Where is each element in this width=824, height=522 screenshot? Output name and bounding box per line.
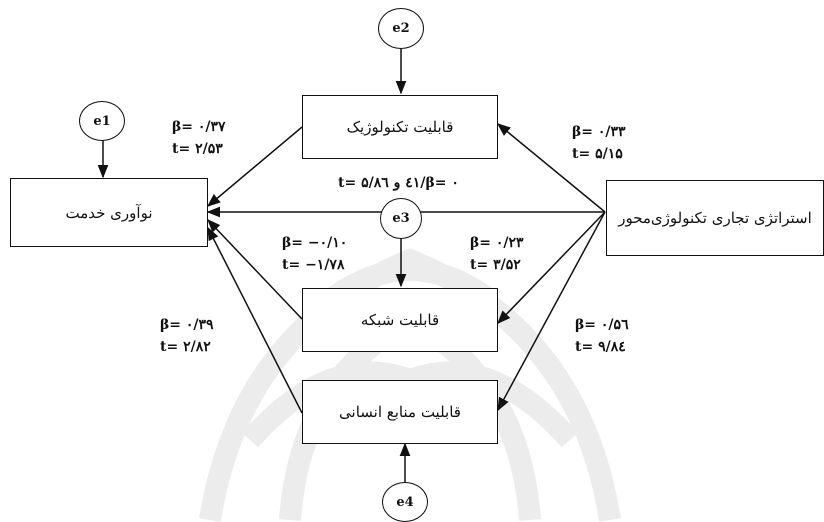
t-label: t= ۲/۸۲ <box>160 339 211 355</box>
node-label: قابلیت تکنولوژیک <box>346 118 454 136</box>
arrow-strategy-network <box>497 211 606 324</box>
node-tech-strategy: استراتژی تجاری تکنولوژی‌محور <box>606 180 824 256</box>
beta-label: β= ۰/۵٦ <box>575 317 629 333</box>
beta-label: β= ۰/۳۹ <box>160 317 214 333</box>
error-term-e1: e1 <box>79 101 125 141</box>
beta-label: β= ۰/۲۳ <box>470 235 524 251</box>
t-label: t= ۲/۵۳ <box>172 141 223 157</box>
error-term-e2: e2 <box>378 8 424 49</box>
t-label: t= ۹/۸٤ <box>575 339 626 355</box>
t-label: t= ۵/۱۵ <box>572 146 623 162</box>
coef-hr-innovation: β= ۰/۳۹ t= ۲/۸۲ <box>160 314 214 358</box>
coef-network-innovation: β= −۰/۱۰ t= −۱/۷۸ <box>282 232 347 276</box>
arrow-strategy-tech <box>496 123 606 213</box>
t-label: t= ۳/۵۲ <box>470 257 521 273</box>
beta-label: β= ۰/۳۳ <box>572 124 626 140</box>
node-service-innovation: نوآوری خدمت <box>10 178 208 247</box>
error-term-e4: e4 <box>382 482 428 522</box>
beta-label: β= −۰/۱۰ <box>282 235 348 251</box>
coef-strategy-network: β= ۰/۲۳ t= ۳/۵۲ <box>470 232 524 276</box>
beta-t-label: β= ۰/٤۱ و t= ۵/۸٦ <box>338 175 459 191</box>
coef-strategy-innovation: β= ۰/٤۱ و t= ۵/۸٦ <box>338 172 459 194</box>
arrow-tech-innovation <box>206 126 303 207</box>
t-label: t= −۱/۷۸ <box>282 257 345 273</box>
error-term-e3: e3 <box>380 198 422 239</box>
arrow-strategy-hr <box>497 211 606 412</box>
coef-strategy-hr: β= ۰/۵٦ t= ۹/۸٤ <box>575 314 629 358</box>
node-tech-capability: قابلیت تکنولوژیک <box>302 95 498 159</box>
coef-strategy-tech: β= ۰/۳۳ t= ۵/۱۵ <box>572 121 626 165</box>
node-label: استراتژی تجاری تکنولوژی‌محور <box>618 209 812 227</box>
arrow-network-innovation <box>207 219 303 320</box>
node-network-capability: قابلیت شبکه <box>302 288 498 352</box>
beta-label: β= ۰/۳۷ <box>172 119 226 135</box>
node-label: قابلیت منابع انسانی <box>339 403 461 421</box>
coef-tech-innovation: β= ۰/۳۷ t= ۲/۵۳ <box>172 116 226 160</box>
node-hr-capability: قابلیت منابع انسانی <box>302 380 498 444</box>
node-label: نوآوری خدمت <box>65 203 153 222</box>
arrow-hr-innovation <box>207 226 303 414</box>
node-label: قابلیت شبکه <box>360 311 440 329</box>
